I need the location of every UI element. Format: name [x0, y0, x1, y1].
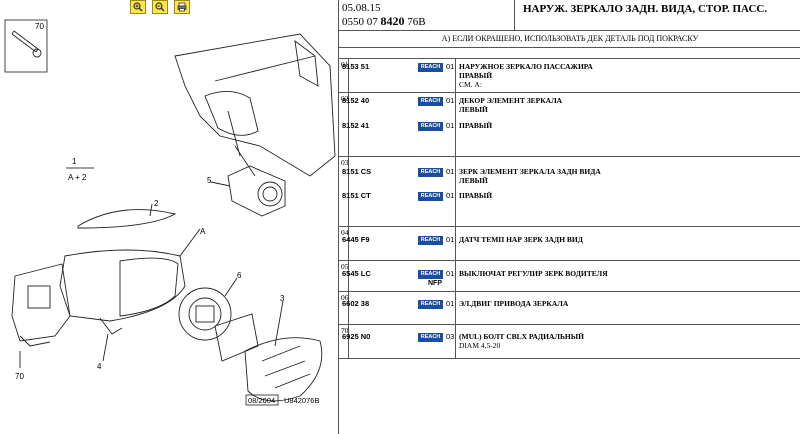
- part-description: (MUL) БОЛТ CBLX РАДИАЛЬНЫЙ: [459, 332, 584, 341]
- callout-a: A: [200, 227, 206, 236]
- callout-1: 1: [72, 157, 77, 166]
- part-quantity: 01: [446, 62, 455, 71]
- reach-badge[interactable]: REACH: [418, 236, 443, 245]
- part-quantity: 01: [446, 235, 455, 244]
- reach-badge[interactable]: REACH: [418, 270, 443, 279]
- code-bold: 8420: [380, 14, 405, 28]
- group-number: 03: [339, 157, 349, 227]
- column-divider: [455, 59, 456, 93]
- part-description: ДЕКОР ЭЛЕМЕНТ ЗЕРКАЛА: [459, 96, 563, 105]
- group-number: 05: [339, 261, 349, 292]
- diagram-date-stamp: 08/2004: [248, 396, 275, 405]
- reach-badge[interactable]: REACH: [418, 192, 443, 201]
- part-quantity: 01: [446, 121, 455, 130]
- illustration-pane: 70 1 A + 2 2 A 5 6 3 4 70 08/2004 U84207…: [0, 0, 338, 434]
- callout-a-plus-2: A + 2: [68, 173, 87, 182]
- image-toolbar: [130, 0, 218, 14]
- part-description: ПРАВЫЙ: [459, 121, 493, 130]
- paint-note: А) ЕСЛИ ОКРАШЕНО, ИСПОЛЬЗОВАТЬ ДЕК ДЕТАЛ…: [339, 31, 800, 48]
- part-number[interactable]: 6545 LC: [342, 269, 371, 278]
- parts-header: 05.08.15 0550 07 8420 76B НАРУЖ. ЗЕРКАЛО…: [339, 0, 800, 31]
- header-date: 05.08.15: [342, 2, 381, 14]
- code-suffix: 76B: [407, 16, 426, 28]
- part-quantity: 01: [446, 167, 455, 176]
- callout-6: 6: [237, 271, 242, 280]
- part-description-sub: ПРАВЫЙ: [459, 71, 493, 80]
- reach-badge[interactable]: REACH: [418, 122, 443, 131]
- column-divider: [455, 93, 456, 157]
- part-description: ДАТЧ ТЕМП НАР ЗЕРК ЗАДН ВИД: [459, 235, 583, 244]
- part-description: НАРУЖНОЕ ЗЕРКАЛО ПАССАЖИРА: [459, 62, 593, 71]
- part-description: ЗЕРК ЭЛЕМЕНТ ЗЕРКАЛА ЗАДН ВИДА: [459, 167, 601, 176]
- header-code: 0550 07 8420 76B: [342, 15, 426, 29]
- callout-2: 2: [154, 199, 159, 208]
- reach-badge[interactable]: REACH: [418, 300, 443, 309]
- part-description: ПРАВЫЙ: [459, 191, 493, 200]
- callout-4: 4: [97, 362, 102, 371]
- part-quantity: 01: [446, 96, 455, 105]
- part-number[interactable]: 6602 38: [342, 299, 370, 308]
- part-description-sub: DIAM 4,5-20: [459, 341, 501, 350]
- bolt-icon: [4, 19, 48, 73]
- zoom-out-icon: [155, 2, 165, 12]
- column-divider: [455, 325, 456, 358]
- part-description-sub: ЛЕВЫЙ: [459, 176, 488, 185]
- part-quantity: 01: [446, 191, 455, 200]
- part-number[interactable]: 8153 51: [342, 62, 370, 71]
- page-title: НАРУЖ. ЗЕРКАЛО ЗАДН. ВИДА, СТОР. ПАСС.: [523, 3, 768, 15]
- exploded-parts-diagram: 70 1 A + 2 2 A 5 6 3 4 70 08/2004 U84207…: [4, 19, 336, 406]
- part-description: ВЫКЛЮЧАТ РЕГУЛИР ЗЕРК ВОДИТЕЛЯ: [459, 269, 608, 278]
- callout-5: 5: [207, 176, 212, 185]
- part-quantity: 01: [446, 299, 455, 308]
- group-number: 04: [339, 227, 349, 261]
- reach-badge[interactable]: REACH: [418, 63, 443, 72]
- part-description: ЭЛ.ДВИГ ПРИВОДА ЗЕРКАЛА: [459, 299, 569, 308]
- print-icon: [177, 2, 187, 12]
- part-number[interactable]: 8151 CS: [342, 167, 372, 176]
- reach-badge[interactable]: REACH: [418, 97, 443, 106]
- group-number: 02: [339, 93, 349, 157]
- column-divider: [455, 157, 456, 227]
- column-divider: [455, 261, 456, 292]
- reach-badge[interactable]: REACH: [418, 333, 443, 342]
- callout-3: 3: [280, 294, 285, 303]
- part-number[interactable]: 8152 40: [342, 96, 370, 105]
- group-number: 06: [339, 292, 349, 325]
- print-button[interactable]: [174, 0, 190, 14]
- part-description-sub: СМ. А:: [459, 80, 482, 89]
- diagram-ref-code: U842076B: [284, 396, 319, 405]
- part-description-sub: ЛЕВЫЙ: [459, 105, 488, 114]
- callout-70-bottom: 70: [15, 372, 24, 381]
- parts-list-pane: 05.08.15 0550 07 8420 76B НАРУЖ. ЗЕРКАЛО…: [338, 0, 800, 434]
- column-divider: [455, 227, 456, 261]
- part-number[interactable]: 6925 N0: [342, 332, 371, 341]
- part-quantity: 01: [446, 269, 455, 278]
- part-number[interactable]: 8151 CT: [342, 191, 371, 200]
- group-number: 01: [339, 59, 349, 93]
- column-divider: [455, 292, 456, 325]
- part-number[interactable]: 6445 F9: [342, 235, 370, 244]
- part-number[interactable]: 8152 41: [342, 121, 370, 130]
- code-prefix: 0550 07: [342, 16, 378, 28]
- reach-badge[interactable]: REACH: [418, 168, 443, 177]
- zoom-in-icon: [133, 2, 143, 12]
- zoom-in-button[interactable]: [130, 0, 146, 14]
- header-divider: [514, 0, 515, 30]
- zoom-out-button[interactable]: [152, 0, 168, 14]
- group-number: 70: [339, 325, 349, 358]
- nfp-flag: NFP: [428, 280, 442, 287]
- callout-70-top: 70: [35, 22, 44, 31]
- part-quantity: 03: [446, 332, 455, 341]
- header-meta: 05.08.15 0550 07 8420 76B: [342, 2, 426, 29]
